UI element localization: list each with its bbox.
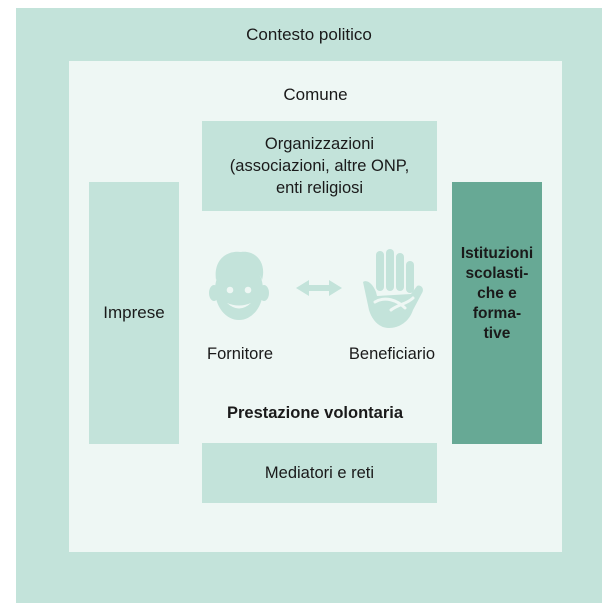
- schools-box: Istituzioni scolasti- che e forma- tive: [452, 182, 542, 444]
- person-face-icon: [209, 251, 269, 320]
- mediators-box: Mediatori e reti: [202, 443, 437, 503]
- businesses-box: Imprese: [89, 182, 179, 444]
- mediators-label: Mediatori e reti: [264, 463, 375, 482]
- beneficiary-label: Beneficiario: [348, 345, 436, 363]
- organizations-box: Organizzazioni (associazioni, altre ONP,…: [202, 121, 437, 211]
- volunteer-service-label: Prestazione volontaria: [226, 404, 404, 422]
- helping-hands-icon: [363, 249, 423, 328]
- political-context-label: Contesto politico: [246, 25, 372, 44]
- businesses-label: Imprese: [103, 303, 165, 322]
- organizations-label: Organizzazioni (associazioni, altre ONP,…: [229, 135, 410, 197]
- municipality-label: Comune: [283, 85, 348, 104]
- double-arrow-icon: [296, 280, 342, 296]
- schools-label: Istituzioni scolasti- che e forma- tive: [460, 245, 534, 342]
- provider-label: Fornitore: [206, 345, 274, 363]
